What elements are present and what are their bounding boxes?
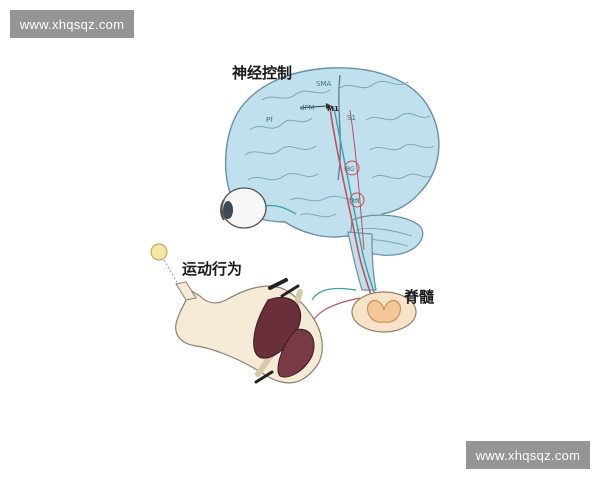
neural-pathways (299, 103, 377, 323)
label-rn: RN (351, 198, 360, 205)
eye (220, 187, 297, 229)
label-m1: M1 (327, 105, 339, 113)
spinal-cord-section (351, 291, 417, 333)
arm (175, 278, 323, 384)
target-ball (150, 243, 168, 261)
brain-gyri (244, 80, 435, 247)
bg-marker (344, 160, 360, 176)
label-bg: BG (346, 166, 355, 173)
label-dpm: dPM (300, 104, 315, 112)
label-spinal-cord: 脊髓 (404, 288, 435, 306)
watermark-top: www.xhqsqz.com (10, 10, 134, 38)
label-pf: Pf (266, 116, 273, 124)
label-s1: S1 (347, 114, 356, 122)
brain (224, 67, 440, 291)
label-motor-behavior: 运动行为 (182, 260, 243, 278)
label-sma: SMA (316, 80, 331, 88)
rn-marker (349, 192, 365, 208)
label-neural-control: 神经控制 (232, 64, 293, 82)
watermark-bottom: www.xhqsqz.com (466, 441, 590, 469)
